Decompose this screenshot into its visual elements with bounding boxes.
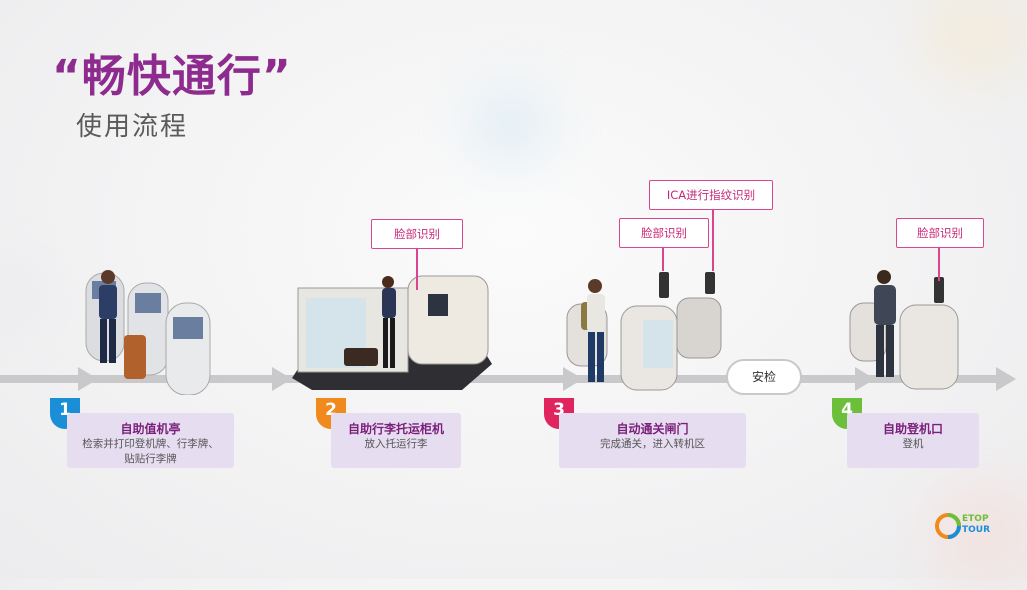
step-description: 检索并打印登机牌、行李牌、	[82, 438, 219, 450]
step-card-1: 自助值机亭 检索并打印登机牌、行李牌、 贴贴行李牌	[67, 413, 234, 468]
face-recognition-callout: 脸部识别	[371, 219, 463, 249]
step-card-4: 自助登机口 登机	[847, 413, 979, 468]
step-card-2: 自助行李托运柜机 放入托运行李	[331, 413, 461, 468]
step-description: 完成通关，进入转机区	[600, 438, 705, 450]
step-description: 贴贴行李牌	[124, 453, 177, 465]
page-title: “畅快通行”	[52, 51, 292, 102]
auto-gate-illustration	[566, 272, 722, 391]
flow-arrow	[855, 367, 875, 391]
face-recognition-callout: 脸部识别	[896, 218, 984, 248]
step-title: 自助登机口	[882, 422, 943, 436]
callout-connector	[662, 247, 664, 271]
page-subtitle: 使用流程	[76, 112, 189, 142]
background-blob	[920, 0, 1027, 80]
flow-arrow	[272, 367, 292, 391]
logo-text: ETOP	[962, 514, 989, 524]
callout-connector	[938, 247, 940, 281]
etop-tour-logo: ETOP TOUR	[935, 513, 995, 539]
step-card-3: 自动通关闸门 完成通关，进入转机区	[559, 413, 746, 468]
background-blob	[470, 90, 550, 160]
callout-connector	[416, 248, 418, 290]
bag-drop-illustration	[292, 275, 492, 390]
step-title: 自动通关闸门	[616, 422, 689, 436]
security-check-label: 安检	[726, 359, 802, 395]
background-blob	[0, 260, 50, 330]
flow-track	[0, 367, 1016, 391]
face-recognition-callout: 脸部识别	[619, 218, 709, 248]
flow-arrow	[996, 367, 1016, 391]
flow-arrow	[563, 367, 583, 391]
checkin-kiosk-illustration	[85, 270, 211, 395]
step-description: 登机	[902, 438, 924, 450]
flow-arrow	[78, 367, 98, 391]
callout-connector	[712, 209, 714, 271]
step-title: 自助值机亭	[120, 422, 181, 436]
fingerprint-callout: ICA进行指纹识别	[649, 180, 773, 210]
boarding-gate-illustration	[849, 270, 959, 390]
logo-text: TOUR	[962, 525, 991, 535]
step-description: 放入托运行李	[364, 438, 428, 450]
step-title: 自助行李托运柜机	[347, 422, 444, 436]
